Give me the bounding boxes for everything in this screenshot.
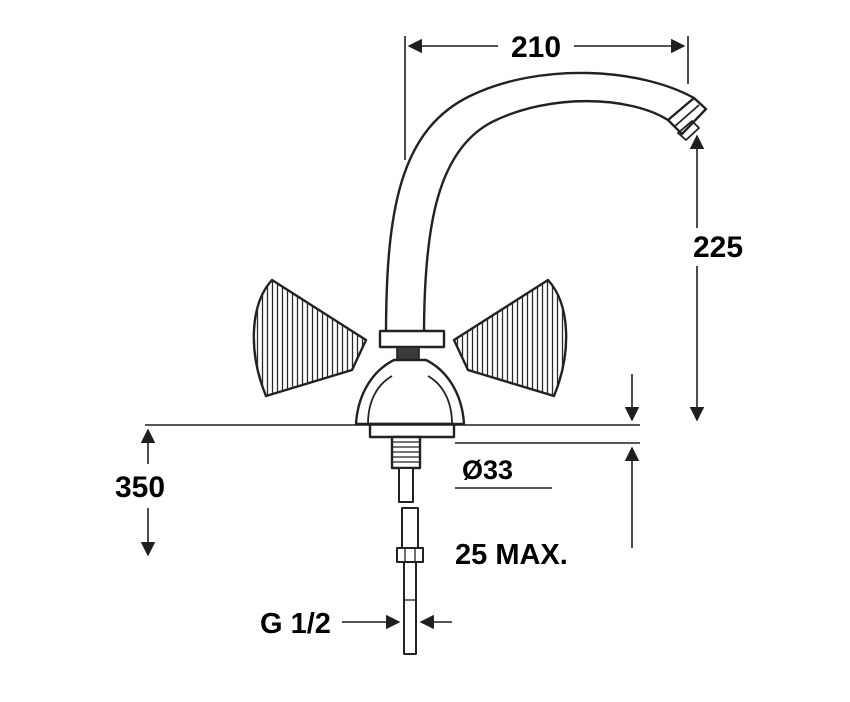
dim-25max-label: 25 MAX. [455, 539, 568, 571]
right-handle [452, 278, 568, 398]
dimension-lines [140, 36, 705, 630]
faucet-outline [252, 71, 708, 655]
dim-g12-label: G 1/2 [260, 608, 331, 640]
mounting-hardware [368, 422, 456, 655]
body-dome [354, 329, 466, 426]
dim-210 [404, 36, 689, 160]
reference-lines [145, 424, 640, 489]
dim-210-label: 210 [511, 31, 561, 64]
dim-350-label: 350 [115, 471, 165, 504]
dim-225-label: 225 [693, 231, 743, 264]
left-handle [252, 278, 368, 398]
spout [384, 71, 708, 337]
dim-diameter-label: Ø33 [462, 455, 513, 485]
dimension-labels: 210 225 350 Ø33 25 MAX. G 1/2 [115, 31, 743, 640]
